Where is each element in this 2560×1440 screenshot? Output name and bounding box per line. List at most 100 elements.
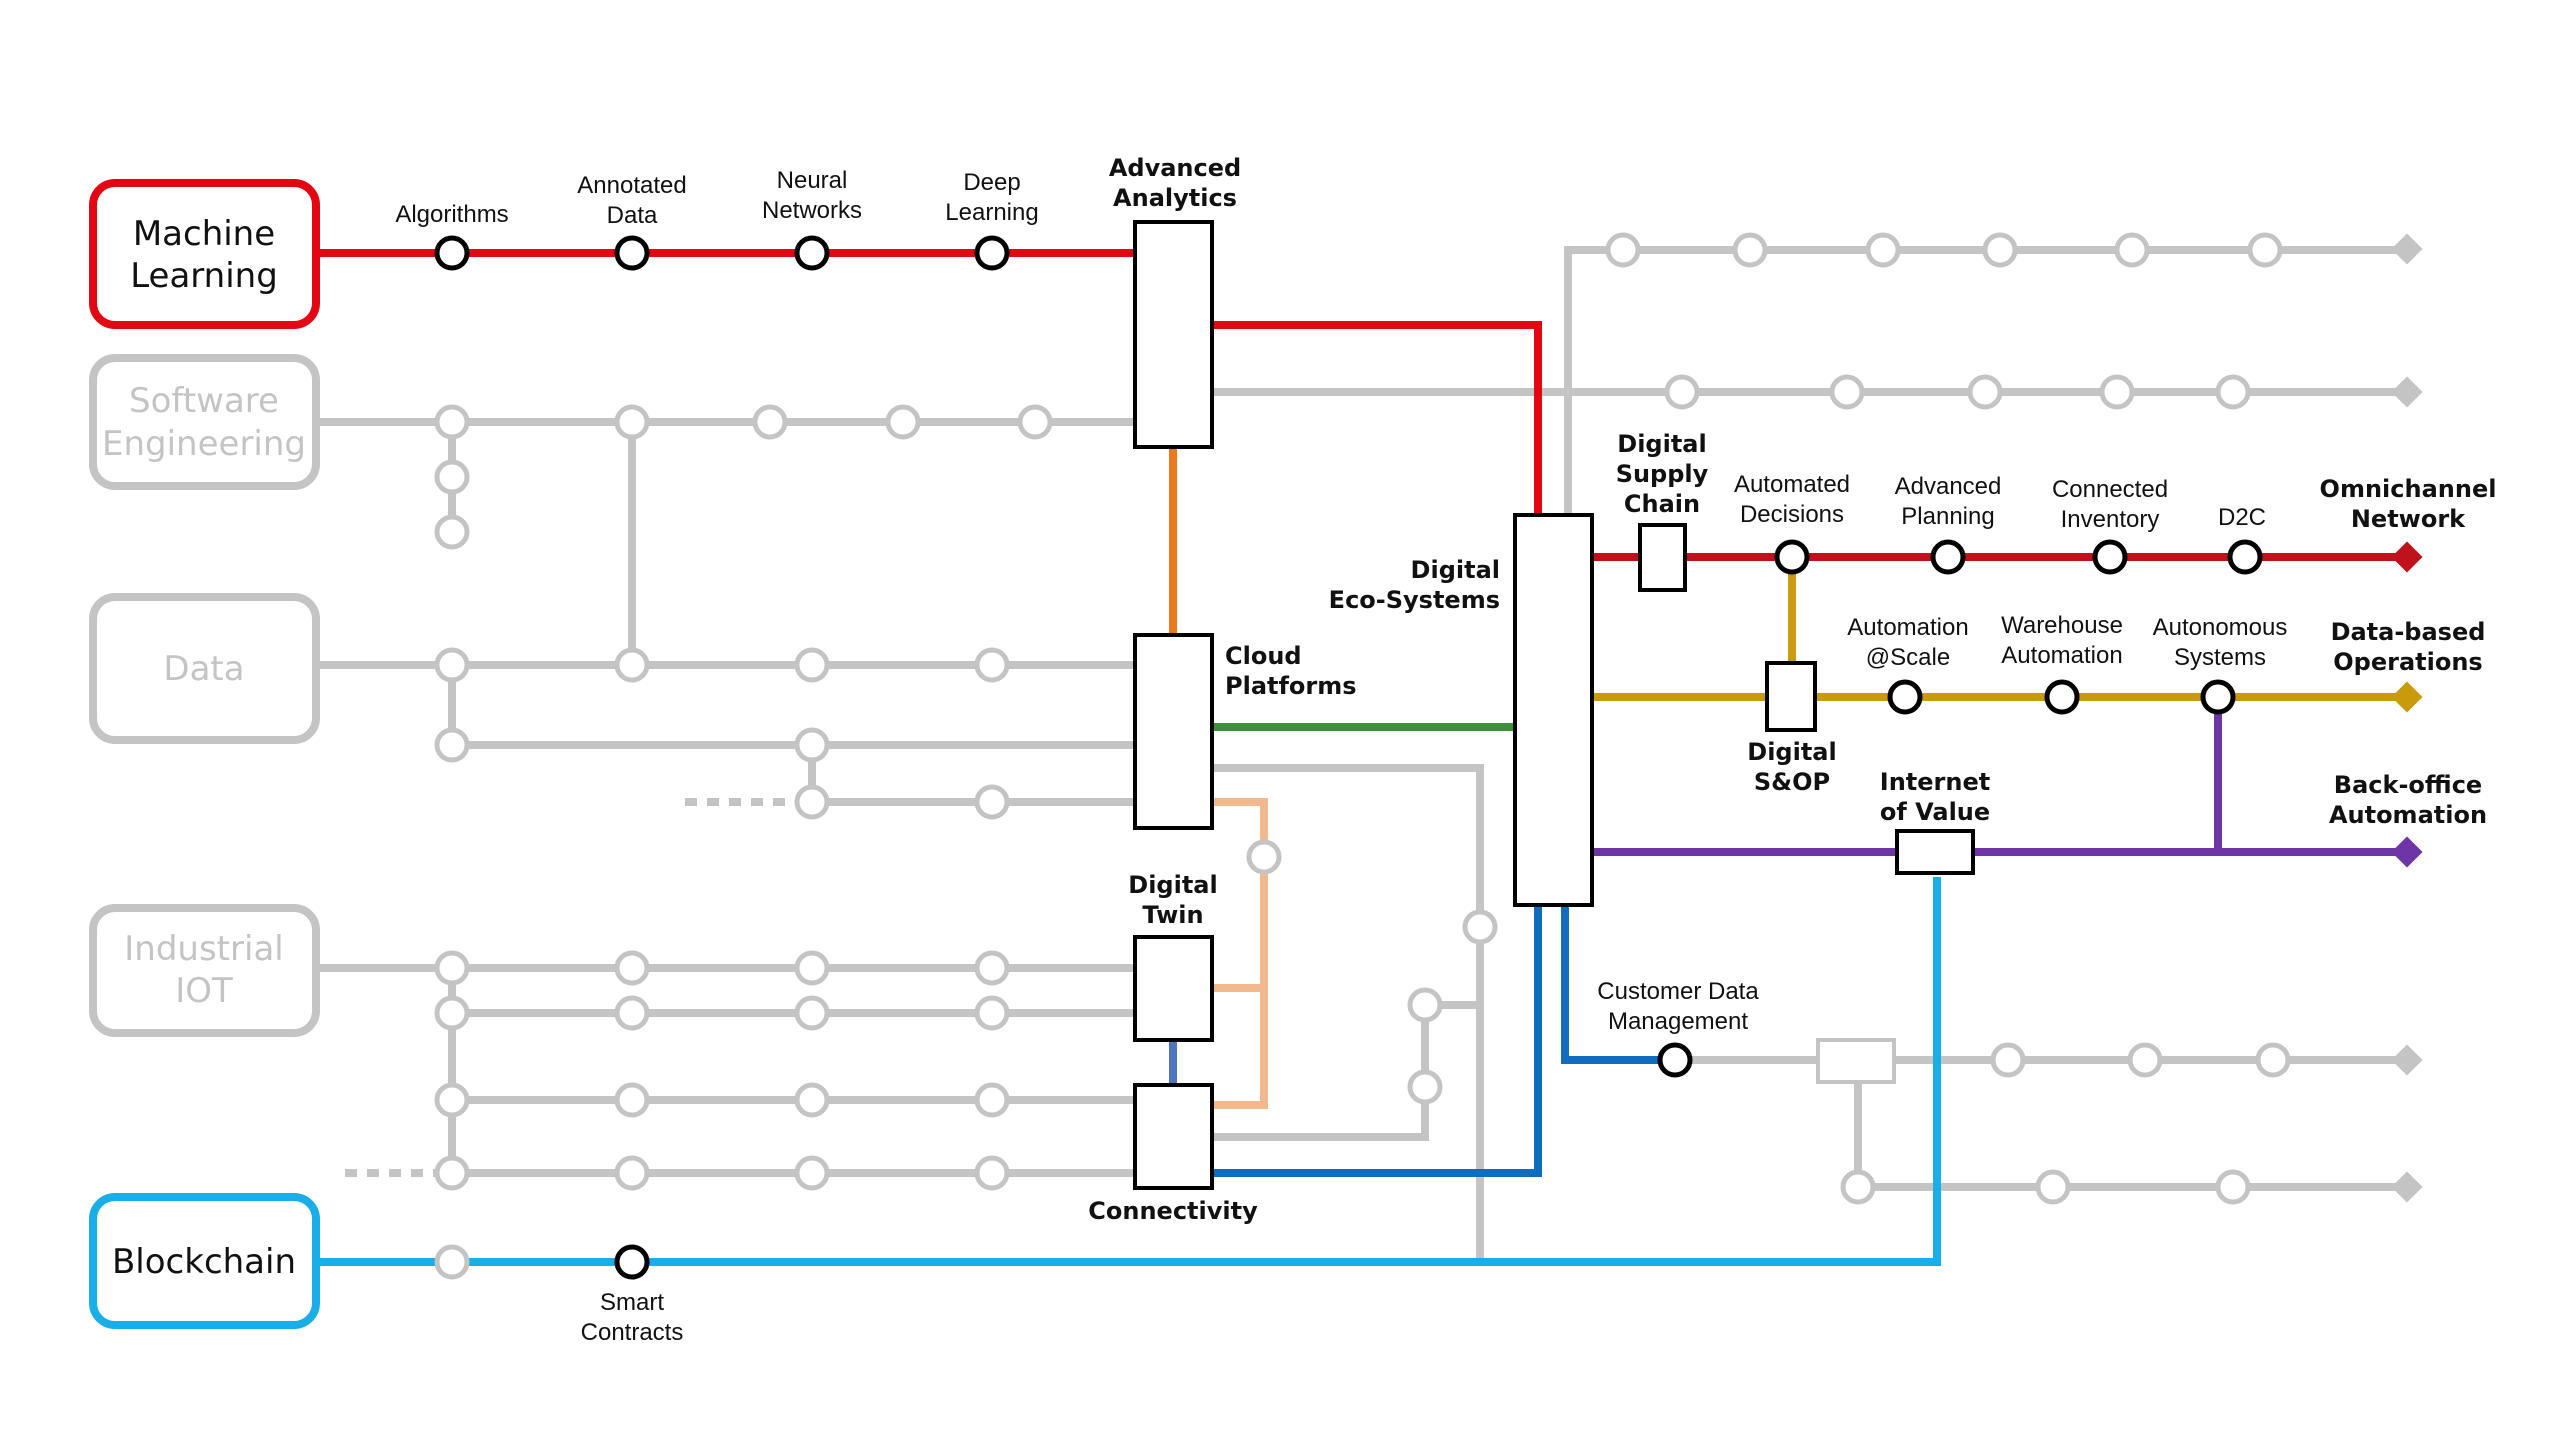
station-warehouse-automation: [2044, 679, 2080, 715]
hub-labels: Advanced Analytics Cloud Platforms Digit…: [1088, 154, 1990, 1225]
station-gray: [1732, 232, 1768, 268]
label-customer-data-management: Customer Data: [1597, 978, 1759, 1005]
destination-labels: Omnichannel Network Data-based Operation…: [2320, 475, 2497, 829]
label-annotated-data: Annotated: [577, 172, 686, 199]
source-label: Machine: [133, 214, 275, 254]
station-gray: [614, 647, 650, 683]
label-warehouse-automation: Warehouse: [2001, 612, 2123, 639]
station-gray: [794, 647, 830, 683]
station-gray: [434, 995, 470, 1031]
station-gray: [2114, 232, 2150, 268]
label-digital-twin: Digital: [1128, 871, 1217, 899]
station-gray: [1865, 232, 1901, 268]
label-digital-supply-chain: Digital: [1617, 430, 1706, 458]
station-deep-learning: [974, 235, 1010, 271]
label-internet-of-value: of Value: [1880, 798, 1990, 826]
station-gray: [434, 459, 470, 495]
colored-lines: [318, 249, 2400, 1266]
terminal-diamond: [2391, 1044, 2423, 1076]
station-labels: Algorithms Annotated Data Neural Network…: [395, 167, 2287, 1346]
stations: [434, 232, 2291, 1280]
station-gray: [1017, 404, 1053, 440]
label-data-based-operations: Operations: [2333, 648, 2482, 676]
source-industrial-iot: Industrial IOT: [89, 904, 320, 1037]
hubs: [1133, 220, 1975, 1190]
station-gray: [1664, 374, 1700, 410]
label-advanced-analytics: Analytics: [1113, 184, 1237, 212]
source-machine-learning: Machine Learning: [89, 179, 320, 329]
station-gray: [974, 995, 1010, 1031]
source-blockchain: Blockchain: [89, 1193, 320, 1329]
terminal-diamond: [2391, 376, 2423, 408]
label-digital-sop: Digital: [1747, 738, 1836, 766]
label-connected-inventory: Connected: [2052, 476, 2168, 503]
station-gray: [794, 727, 830, 763]
station-gray: [1407, 1069, 1443, 1105]
terminal-diamond: [2391, 681, 2423, 713]
station-gray: [974, 950, 1010, 986]
label-cloud-platforms: Platforms: [1225, 672, 1357, 700]
station-gray: [434, 1155, 470, 1191]
label-automation-scale: Automation: [1847, 614, 1968, 641]
source-label: Blockchain: [112, 1242, 296, 1282]
digital-twin-hub: [1133, 935, 1214, 1042]
source-boxes: Machine Learning Software Engineering Da…: [89, 179, 320, 1329]
label-advanced-planning: Advanced: [1895, 473, 2002, 500]
label-cloud-platforms: Cloud: [1225, 642, 1302, 670]
station-gray: [1829, 374, 1865, 410]
station-gray: [434, 950, 470, 986]
station-gray: [974, 647, 1010, 683]
terminal-diamond: [2391, 1171, 2423, 1203]
label-digital-ecosystems: Digital: [1411, 556, 1500, 584]
label-omnichannel-network: Omnichannel: [2320, 475, 2497, 503]
station-annotated-data: [614, 235, 650, 271]
label-annotated-data: Data: [607, 202, 658, 229]
digital-supply-chain-hub: [1638, 523, 1687, 592]
station-gray: [2247, 232, 2283, 268]
label-digital-twin: Twin: [1142, 901, 1203, 929]
station-advanced-planning: [1930, 539, 1966, 575]
station-gray: [974, 1155, 1010, 1191]
label-autonomous-systems: Autonomous: [2153, 614, 2288, 641]
label-customer-data-management: Management: [1608, 1008, 1748, 1035]
source-data: Data: [89, 593, 320, 744]
station-gray: [794, 784, 830, 820]
source-label: IOT: [175, 971, 233, 1011]
station-autonomous-systems: [2200, 679, 2236, 715]
label-digital-ecosystems: Eco-Systems: [1329, 586, 1500, 614]
label-internet-of-value: Internet: [1880, 768, 1990, 796]
station-neural-networks: [794, 235, 830, 271]
station-customer-data-management: [1657, 1042, 1693, 1078]
station-gray: [434, 404, 470, 440]
cloud-platforms-hub: [1133, 633, 1214, 830]
station-gray: [1407, 987, 1443, 1023]
label-data-based-operations: Data-based: [2331, 618, 2486, 646]
source-label: Data: [163, 649, 244, 689]
terminal-diamond: [2391, 233, 2423, 265]
station-gray: [1982, 232, 2018, 268]
source-label: Industrial: [124, 929, 283, 969]
label-advanced-analytics: Advanced: [1109, 154, 1241, 182]
terminal-diamond: [2391, 541, 2423, 573]
source-software-engineering: Software Engineering: [89, 354, 320, 490]
label-deep-learning: Deep: [963, 169, 1020, 196]
station-gray: [974, 1082, 1010, 1118]
label-connected-inventory: Inventory: [2061, 506, 2160, 533]
station-gray: [614, 1155, 650, 1191]
label-back-office-automation: Back-office: [2334, 771, 2482, 799]
station-gray: [885, 404, 921, 440]
station-gray: [2215, 374, 2251, 410]
label-deep-learning: Learning: [945, 199, 1038, 226]
source-label: Software: [129, 381, 279, 421]
customer-data-connector: [1816, 1038, 1896, 1084]
label-neural-networks: Networks: [762, 197, 862, 224]
terminal-diamond: [2391, 836, 2423, 868]
station-gray: [2255, 1042, 2291, 1078]
station-smart-contracts: [614, 1244, 650, 1280]
label-algorithms: Algorithms: [395, 201, 508, 228]
label-digital-supply-chain: Supply: [1616, 460, 1709, 488]
station-gray: [614, 950, 650, 986]
station-gray: [434, 1244, 470, 1280]
station-gray: [794, 995, 830, 1031]
